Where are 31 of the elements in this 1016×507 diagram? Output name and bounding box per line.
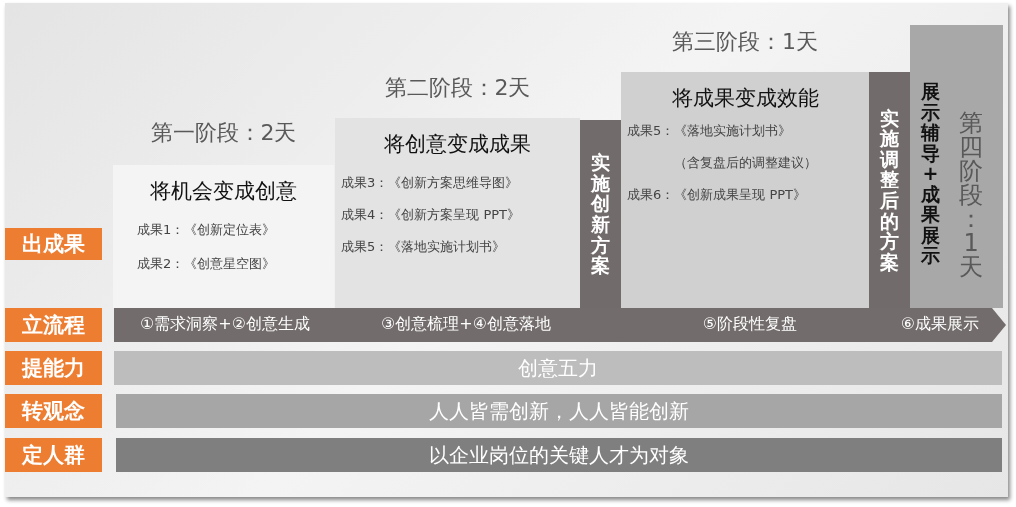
process-step-text: ①需求洞察+②创意生成 [139,314,311,335]
stage-title: 将机会变成创意 [149,178,298,205]
deliverable-text: 成果1：《创新定位表》 [137,221,276,239]
deliverable-text: 成果4：《创新方案呈现 PPT》 [341,206,521,224]
stage-heading: 第三阶段：1天 [671,28,819,56]
stage-title: 将成果变成效能 [670,85,820,112]
stage-heading: 第二阶段：2天 [383,74,532,102]
band: 创意五力 [114,351,1002,385]
band: 以企业岗位的关键人才为对象 [116,438,1002,472]
deliverable-text: 成果5：《落地实施计划书》 [341,238,506,256]
deliverable-text: 成果6：《创新成果呈现 PPT》 [627,186,807,204]
row-label: 定人群 [5,438,102,472]
row-label: 出成果 [5,228,102,260]
row-label: 转观念 [5,394,102,428]
step-bar: 实施调整后的方案 [869,72,910,308]
process-step-text: ⑥成果展示 [900,314,980,335]
deliverable-text: （含复盘后的调整建议） [672,154,818,172]
stage-panel [910,25,1003,308]
process-step-text: ⑤阶段性复盘 [702,314,798,335]
stage-heading: 第四阶段：1天 [958,111,985,279]
stage-title: 将创意变成成果 [383,131,532,158]
row-label: 立流程 [5,308,102,342]
deliverable-text: 成果2：《创意星空图》 [137,255,276,273]
band: 人人皆需创新，人人皆能创新 [116,394,1002,428]
stage-heading: 第一阶段：2天 [149,119,298,147]
process-step-text: ③创意梳理+④创意落地 [380,314,552,335]
deliverable-text: 成果5：《落地实施计划书》 [627,122,792,140]
row-label: 提能力 [5,351,102,385]
step-bar: 实施创新方案 [580,120,621,308]
stage-title: 展示辅导+成果展示 [920,81,941,266]
deliverable-text: 成果3：《创新方案思维导图》 [341,174,519,192]
